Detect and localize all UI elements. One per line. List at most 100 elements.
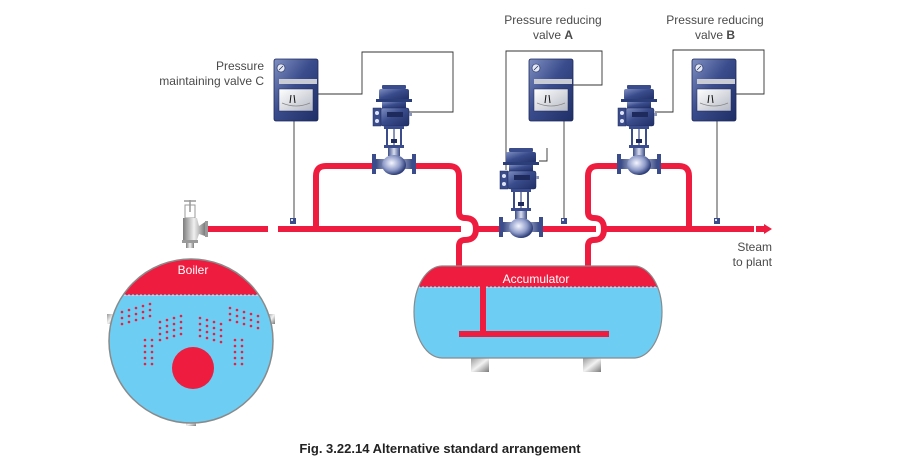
boiler-stop-valve: [182, 200, 208, 248]
figure-caption: Fig. 3.22.14 Alternative standard arrang…: [299, 441, 581, 456]
bubble-dot: [233, 338, 237, 342]
bubble-dot: [134, 312, 138, 316]
controller-a-ref-line: [505, 50, 603, 170]
tapping-point-c: [290, 218, 296, 224]
bubble-dot: [205, 318, 209, 322]
bubble-dot: [150, 362, 154, 366]
bubble-dot: [198, 322, 202, 326]
outlet-label-line1: Steam: [737, 240, 772, 254]
bubble-dot: [148, 314, 152, 318]
accumulator-sparge-pipe: [459, 331, 609, 337]
valve-c-label-line2: maintaining valve C: [159, 74, 264, 88]
bubble-dot: [212, 326, 216, 330]
bubble-dot: [205, 324, 209, 328]
bubble-dot: [120, 322, 124, 326]
bubble-dot: [240, 356, 244, 360]
accumulator-support-left: [471, 358, 489, 372]
bubble-dot: [240, 362, 244, 366]
impulse-lines: [293, 49, 765, 221]
bubble-dot: [242, 310, 246, 314]
bubble-dot: [219, 322, 223, 326]
bubble-dot: [148, 308, 152, 312]
bubble-dot: [127, 308, 131, 312]
valve-c-loop: [313, 163, 462, 229]
bubble-dot: [150, 338, 154, 342]
valve-a-label-line2: valve A: [533, 28, 573, 42]
steam-pipework: [205, 163, 764, 270]
bubble-dot: [165, 330, 169, 334]
flow-arrow-icon: [764, 224, 772, 234]
valve-a-label-line1: Pressure reducing: [504, 13, 601, 27]
bubble-dot: [179, 326, 183, 330]
bubble-dot: [134, 318, 138, 322]
bubble-dot: [172, 328, 176, 332]
bubble-dot: [120, 310, 124, 314]
accumulator-steam-space: [414, 266, 662, 287]
bubble-dot: [240, 350, 244, 354]
bubble-dot: [240, 344, 244, 348]
bubble-dot: [127, 314, 131, 318]
valve-a-label-prefix: valve: [533, 28, 564, 42]
valve-c: [371, 84, 417, 176]
bubble-dot: [158, 320, 162, 324]
bubble-dot: [249, 324, 253, 328]
bubble-dot: [233, 350, 237, 354]
bubble-dot: [165, 324, 169, 328]
bubble-dot: [205, 330, 209, 334]
bubble-dot: [165, 336, 169, 340]
bubble-dot: [242, 322, 246, 326]
bubble-dot: [172, 316, 176, 320]
bubble-dot: [143, 338, 147, 342]
bubble-dot: [158, 326, 162, 330]
bubble-dot: [228, 312, 232, 316]
bubble-dot: [165, 318, 169, 322]
bubble-dot: [150, 350, 154, 354]
valve-b-letter: B: [726, 28, 735, 42]
controller-valve-a: [528, 58, 574, 122]
valve-a-letter: A: [564, 28, 573, 42]
bubble-dot: [172, 322, 176, 326]
boiler-nozzle-right: [267, 314, 275, 324]
boiler-label: Boiler: [178, 263, 209, 277]
valve-b-label-line2: valve B: [695, 28, 735, 42]
bubble-dot: [212, 338, 216, 342]
bubble-dot: [235, 320, 239, 324]
boiler-nozzle-left: [107, 314, 115, 324]
bubble-dot: [141, 304, 145, 308]
bubble-dot: [233, 362, 237, 366]
bubble-dot: [143, 362, 147, 366]
bubble-dot: [235, 314, 239, 318]
bubble-dot: [143, 344, 147, 348]
boiler: Boiler: [107, 258, 275, 426]
bubble-dot: [148, 302, 152, 306]
bubble-dot: [212, 332, 216, 336]
boiler-bubbles: [120, 302, 260, 366]
bubble-dot: [219, 340, 223, 344]
controller-c-signal-line: [318, 51, 454, 113]
bubble-dot: [233, 344, 237, 348]
boiler-furnace-tube: [172, 347, 214, 389]
accumulator-shell: [413, 265, 663, 359]
controller-valve-b: [691, 58, 737, 122]
bubble-dot: [150, 344, 154, 348]
boiler-shell: [108, 258, 274, 424]
bubble-dot: [242, 316, 246, 320]
bubble-dot: [219, 328, 223, 332]
accumulator-support-right: [583, 358, 601, 372]
bubble-dot: [179, 332, 183, 336]
valve-c-label-line1: Pressure: [216, 59, 264, 73]
bubble-dot: [249, 312, 253, 316]
valve-b-label-prefix: valve: [695, 28, 726, 42]
controller-a-signal-line: [539, 148, 548, 162]
bubble-dot: [228, 306, 232, 310]
bubble-dot: [120, 316, 124, 320]
bubble-dot: [212, 320, 216, 324]
outlet-label-line2: to plant: [733, 255, 773, 269]
bubble-dot: [205, 336, 209, 340]
bubble-dot: [158, 338, 162, 342]
controller-b-signal-line: [655, 49, 765, 113]
bubble-dot: [150, 356, 154, 360]
controller-valve-c: [273, 58, 319, 122]
bubble-dot: [256, 326, 260, 330]
